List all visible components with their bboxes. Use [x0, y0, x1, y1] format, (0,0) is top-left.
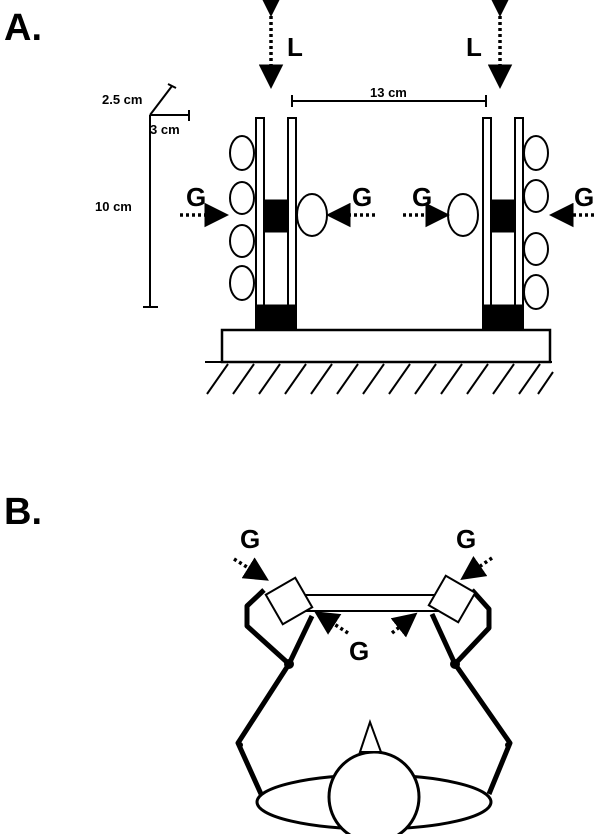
left-thumb [296, 193, 328, 237]
dimension-lines [143, 83, 487, 308]
right-grip-handle [482, 117, 524, 331]
grip-label-left: G [240, 524, 260, 554]
dim-width-label: 3 cm [150, 122, 180, 137]
grip-label-1: G [186, 182, 206, 212]
grip-arrow-center [314, 611, 418, 638]
panel-b-label: B. [4, 491, 42, 533]
nose [358, 718, 383, 753]
base-platform [220, 328, 552, 364]
dim-depth-label: 2.5 cm [102, 92, 142, 107]
grip-arrow-left [233, 557, 269, 581]
panel-a-label: A. [4, 7, 42, 49]
right-arm [452, 588, 513, 795]
left-force-transducer [263, 199, 289, 233]
right-forearm-inner [429, 612, 458, 666]
dim-spacing-label: 13 cm [370, 85, 407, 100]
left-arm [235, 588, 292, 796]
grip-arrow-right [460, 555, 493, 580]
grip-label-4: G [574, 182, 594, 212]
dim-height-label: 10 cm [95, 199, 132, 214]
grip-label-center: G [349, 636, 369, 666]
connecting-bar [301, 594, 449, 612]
left-fingers [229, 135, 255, 301]
grip-label-3: G [412, 182, 432, 212]
left-forearm-inner [286, 614, 315, 666]
left-handle [264, 576, 314, 626]
panel-a: A. [4, 0, 594, 395]
right-force-transducer [490, 199, 516, 233]
left-load-label: L [287, 32, 303, 62]
ground-hatching [205, 361, 554, 395]
head [327, 750, 421, 834]
right-thumb [447, 193, 479, 237]
left-wrist-joint [237, 742, 243, 748]
left-handle-base [255, 304, 297, 331]
right-handle-base [482, 304, 524, 331]
grip-label-2: G [352, 182, 372, 212]
right-fingers [523, 135, 549, 310]
panel-b: B. G G G [4, 491, 513, 834]
right-load-label: L [466, 32, 482, 62]
right-handle [427, 574, 477, 624]
grip-label-right: G [456, 524, 476, 554]
right-wrist-joint [505, 742, 511, 748]
left-grip-handle [255, 117, 297, 331]
